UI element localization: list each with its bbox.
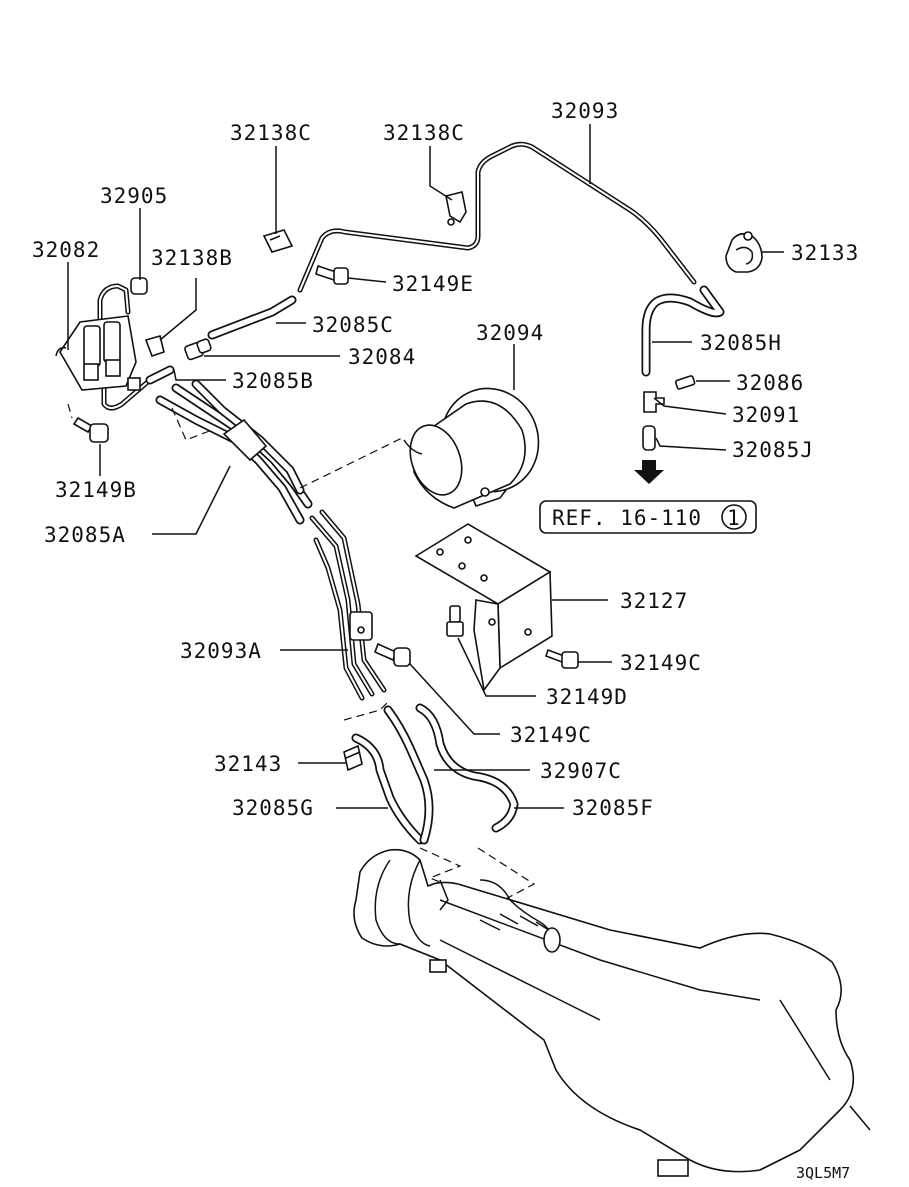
label-32138b[interactable]: 32138B	[151, 246, 233, 270]
label-32086[interactable]: 32086	[736, 371, 804, 395]
label-32133[interactable]: 32133	[791, 241, 859, 265]
label-32085b[interactable]: 32085B	[232, 369, 314, 393]
hose-32085b	[145, 365, 175, 385]
hose-32085h	[641, 285, 725, 377]
bracket-32127	[414, 523, 553, 693]
label-32094[interactable]: 32094	[476, 321, 544, 345]
label-32084[interactable]: 32084	[348, 345, 416, 369]
label-32085f[interactable]: 32085F	[572, 796, 654, 820]
stud-32149d	[446, 605, 464, 637]
label-32085c[interactable]: 32085C	[312, 313, 394, 337]
bolt-32149b	[72, 416, 109, 443]
solenoid-assembly-32082	[55, 283, 153, 411]
hose-32085c	[207, 295, 297, 340]
main-pipe-32093	[297, 141, 697, 293]
label-32127[interactable]: 32127	[620, 589, 688, 613]
hose-32907c	[383, 705, 434, 845]
bolt-32149c-upper	[373, 642, 411, 667]
arrow-down-icon	[634, 460, 664, 484]
label-32149e[interactable]: 32149E	[392, 272, 474, 296]
leader-lines	[67, 124, 784, 809]
label-32149c-middle[interactable]: 32149C	[510, 723, 592, 747]
label-32143[interactable]: 32143	[214, 752, 282, 776]
cap-32905	[130, 277, 148, 295]
label-32091[interactable]: 32091	[732, 403, 800, 427]
hose-32085j	[642, 425, 656, 451]
clamp-32133	[725, 231, 763, 273]
clip-32143	[343, 744, 363, 772]
label-32138c-left[interactable]: 32138C	[230, 121, 312, 145]
bolt-32149e	[315, 264, 349, 285]
label-32085h[interactable]: 32085H	[700, 331, 782, 355]
clip-32138c-left	[262, 229, 294, 253]
label-32082[interactable]: 32082	[32, 238, 100, 262]
reference-text: REF. 16-110	[552, 506, 702, 530]
label-32085j[interactable]: 32085J	[732, 438, 814, 462]
clip-32138b	[144, 335, 165, 358]
pipe-bundle-32093a	[309, 509, 387, 701]
canister-32094	[403, 387, 540, 509]
label-32093[interactable]: 32093	[551, 99, 619, 123]
part-labels: 32093 32138C 32138C 32905 32082 32138B 3…	[32, 99, 859, 1182]
label-32905[interactable]: 32905	[100, 184, 168, 208]
joint-32091	[643, 391, 665, 413]
drawing-code: 3QL5M7	[796, 1164, 850, 1182]
label-32085a[interactable]: 32085A	[44, 523, 126, 547]
hose-32085g	[351, 733, 425, 845]
reference-circled-number: 1	[727, 506, 741, 530]
transmission-housing	[353, 848, 871, 1177]
label-32138c-right[interactable]: 32138C	[383, 121, 465, 145]
label-32149c-right[interactable]: 32149C	[620, 651, 702, 675]
plug-32086	[674, 375, 696, 390]
label-32907c[interactable]: 32907C	[540, 759, 622, 783]
clip-32138c-right	[445, 191, 467, 226]
label-32085g[interactable]: 32085G	[232, 796, 314, 820]
label-32149d[interactable]: 32149D	[546, 685, 628, 709]
connector-32084	[184, 338, 212, 361]
reference-box[interactable]: REF. 16-110 1	[539, 500, 757, 534]
hose-bundle-32085a	[155, 379, 313, 525]
label-32149b[interactable]: 32149B	[55, 478, 137, 502]
label-32093a[interactable]: 32093A	[180, 639, 262, 663]
bolt-32149c-lower	[544, 648, 579, 669]
hose-32085f	[415, 703, 519, 833]
